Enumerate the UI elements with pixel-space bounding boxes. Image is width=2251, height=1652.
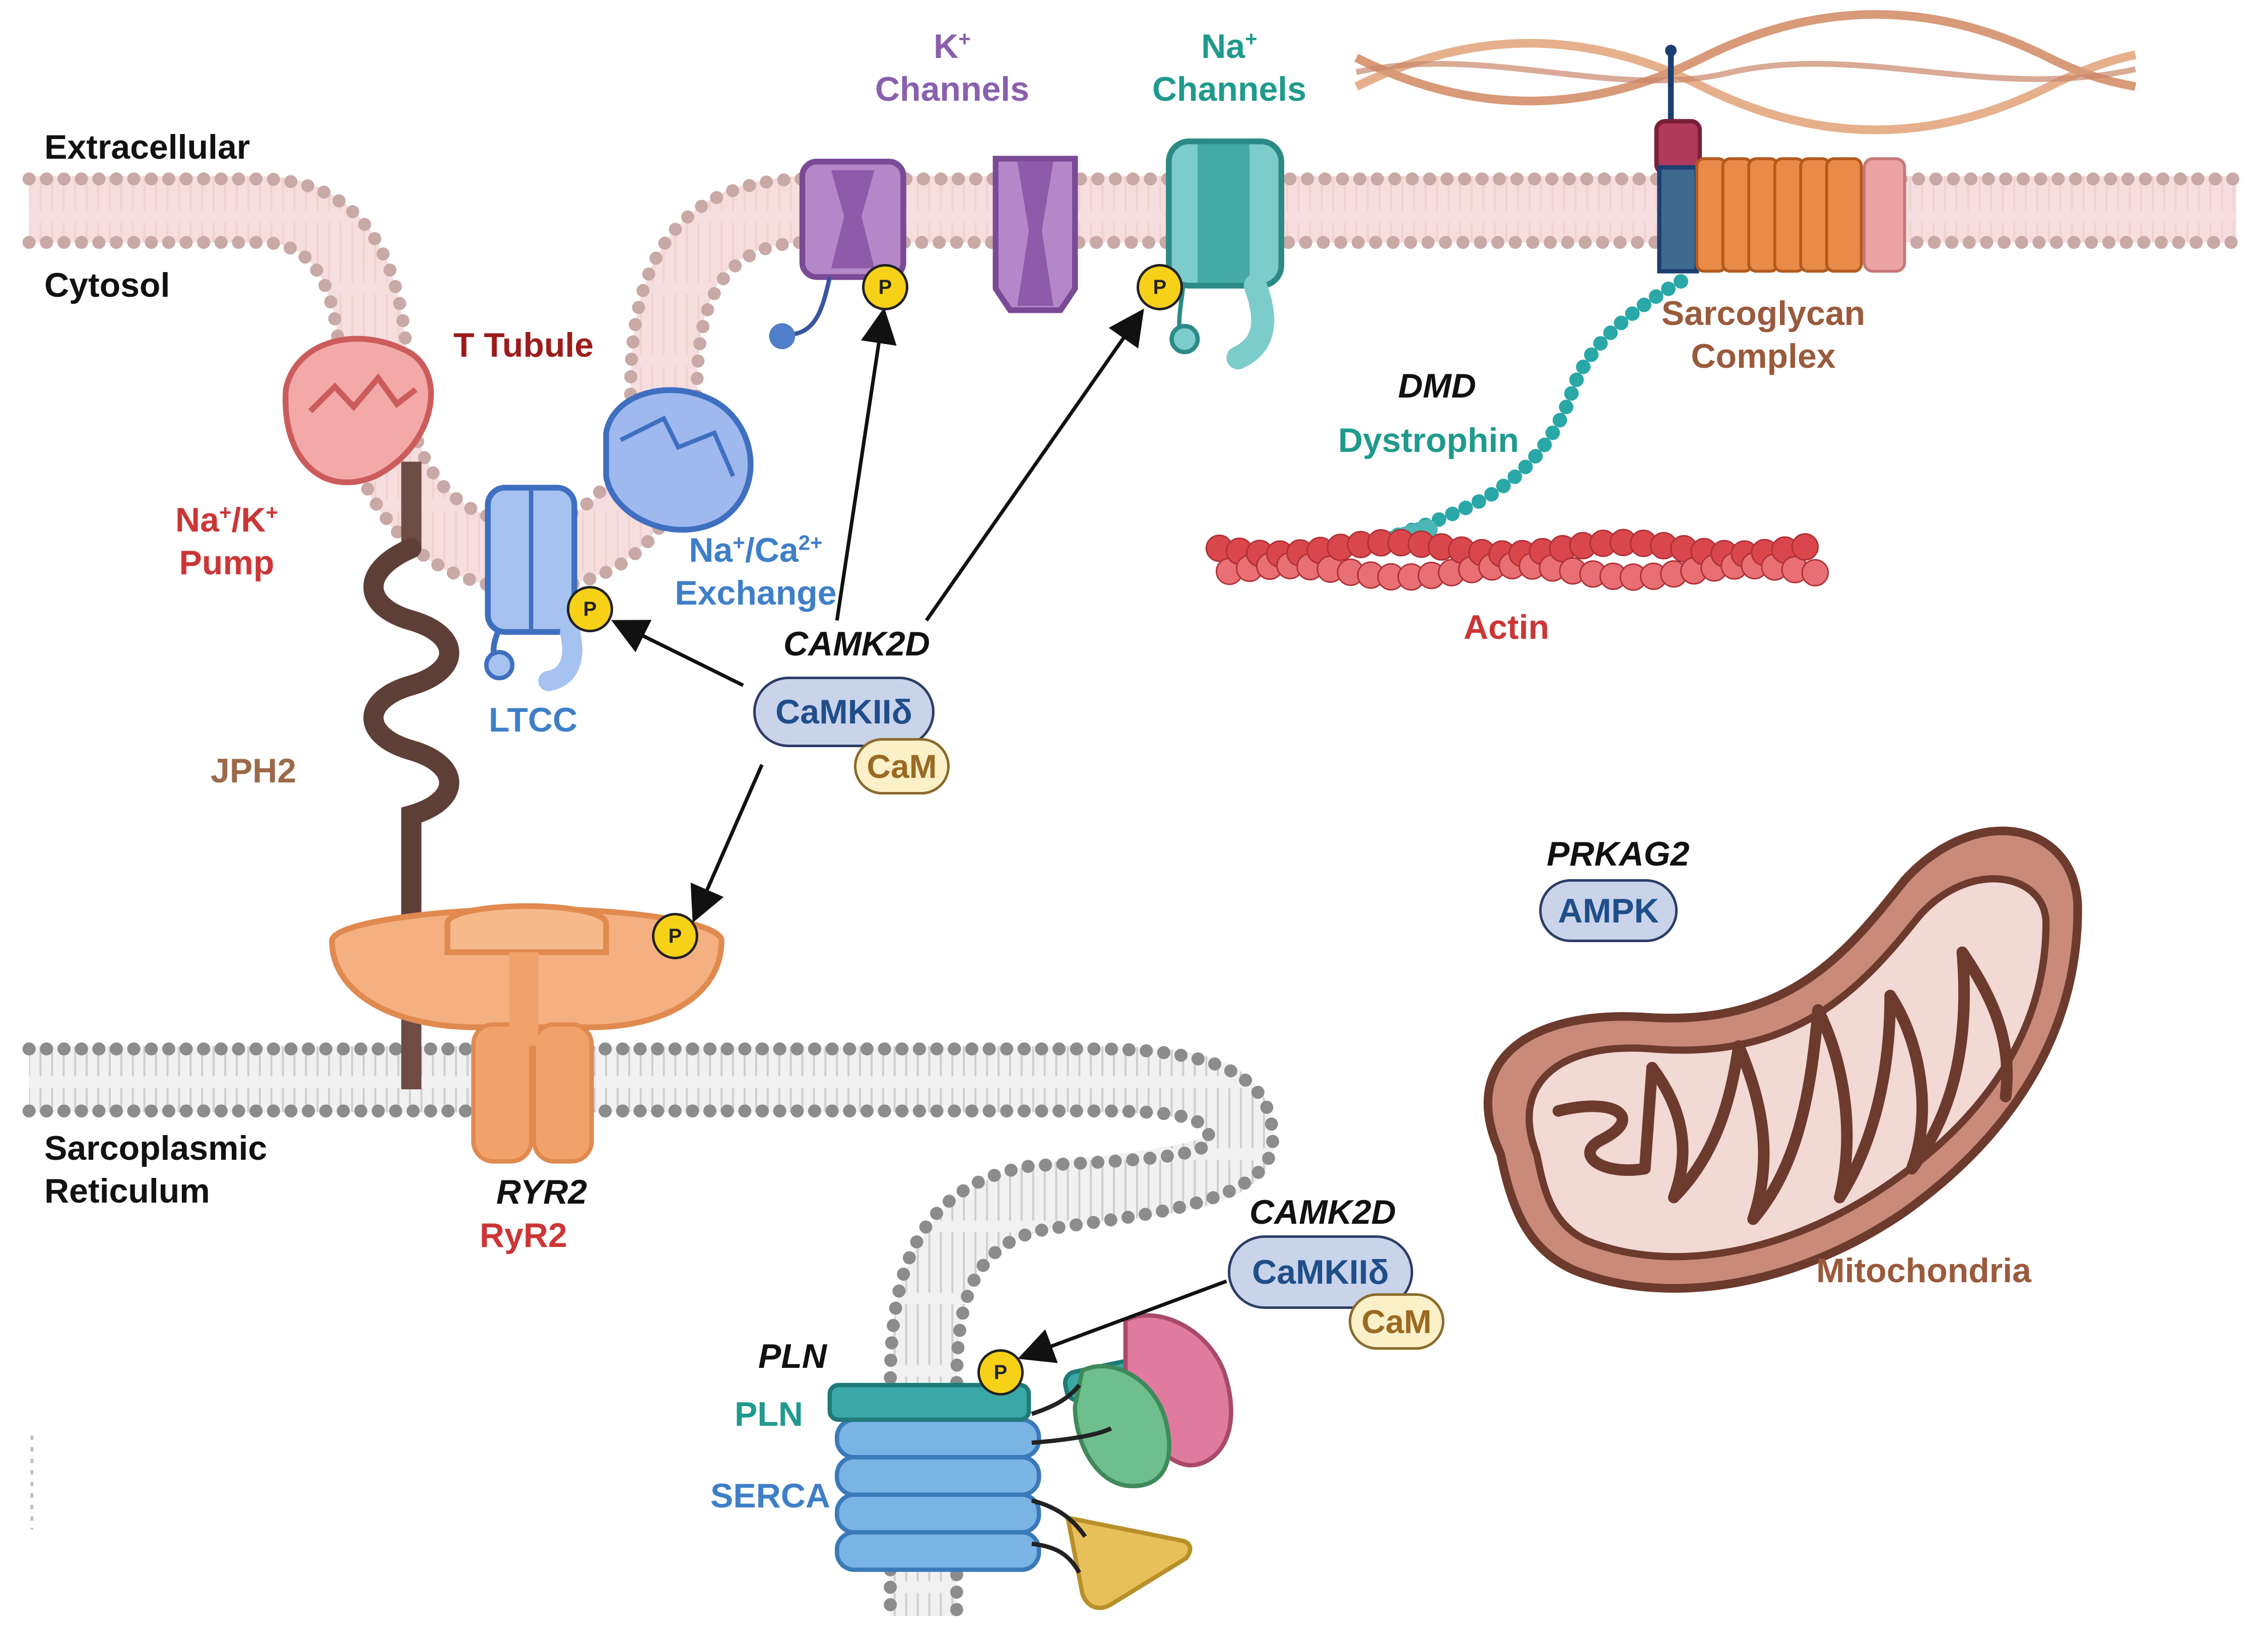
label-ncx-line2: Exchange [675,574,837,612]
phospho-badge-ryr2: P [652,913,698,959]
phospho-badge-ltcc: P [567,586,613,632]
label-jph2: JPH2 [211,752,297,790]
region-cytosol: Cytosol [44,266,170,304]
mitochondrion [1483,826,2082,1293]
actin-bead [1791,533,1819,561]
phospho-badge-pln: P [977,1349,1024,1396]
label-prkag2-gene: PRKAG2 [1547,835,1690,873]
label-na-k-pump: Na+/K+ Pump [166,499,287,584]
ncx-exchanger [603,387,754,533]
phospho-badge-na-channel: P [1137,264,1183,310]
cam-pill-bottom: CaM [1349,1293,1444,1350]
label-camk2d-gene-top: CAMK2D [783,625,930,663]
na-channel [1166,138,1285,370]
k-channel-2 [992,156,1078,313]
cam-pill-top: CaM [854,738,950,795]
label-na-channels-line1: Na+ [1201,27,1257,65]
phospho-badge-k-channel: P [862,264,908,310]
sarcoglycan-complex-shape [1654,44,1906,274]
label-k-channels-line2: Channels [875,70,1030,108]
label-ryr2-protein: RyR2 [480,1216,567,1254]
label-dystrophin: Dystrophin [1338,421,1519,459]
label-k-channels-line1: K+ [934,27,971,65]
na-k-pump [282,336,434,486]
region-sarcoplasmic-reticulum: Sarcoplasmic Reticulum [44,1127,267,1213]
region-extracellular: Extracellular [44,128,250,166]
label-t-tubule: T Tubule [453,326,594,364]
label-camk2d-gene-bottom: CAMK2D [1249,1193,1396,1231]
sr-membrane [22,1042,1279,1623]
region-sr-line1: Sarcoplasmic [44,1129,268,1167]
arrow-to-ltcc [611,620,744,687]
label-na-channels: Na+ Channels [1134,25,1325,111]
label-actin: Actin [1464,608,1549,646]
label-na-k-pump-line1: Na+/K+ [175,500,278,539]
serca-pln-complex [827,1313,1233,1610]
dystrophin-chain [1381,274,1688,552]
label-ncx: Na+/Ca2+ Exchange [660,529,851,615]
arrows [611,307,1227,1363]
ltcc-channel [484,485,582,691]
label-ryr2-gene: RYR2 [496,1173,587,1211]
label-sarcoglycan-line1: Sarcoglycan [1661,294,1866,333]
ampk-pill: AMPK [1539,879,1678,942]
label-sarcoglycan-line2: Complex [1691,337,1836,375]
label-dmd-gene: DMD [1398,367,1476,405]
arrow-to-pln [1018,1279,1227,1363]
label-pln-protein: PLN [735,1395,803,1433]
arrow-to-k-channel [835,307,897,621]
actin-filament [1205,528,1829,591]
region-sr-line2: Reticulum [44,1172,210,1210]
label-sarcoglycan-complex: Sarcoglycan Complex [1652,292,1874,378]
label-pln-gene: PLN [758,1337,827,1375]
camkii-pill-top: CaMKIIδ [753,677,935,747]
label-na-channels-line2: Channels [1152,70,1307,108]
label-k-channels: K+ Channels [856,25,1048,111]
k-channel-1 [769,159,906,350]
label-serca: SERCA [710,1477,831,1515]
ryr2-channel [329,903,724,1164]
label-ltcc: LTCC [489,701,578,739]
arrow-to-ryr2 [690,764,764,923]
ecm-fibers [1354,10,2137,135]
label-mitochondria: Mitochondria [1816,1251,2031,1290]
label-ncx-line1: Na+/Ca2+ [689,531,823,569]
actin-bead [1801,559,1829,586]
arrow-to-na-channel [924,308,1144,622]
label-na-k-pump-line2: Pump [179,544,275,582]
